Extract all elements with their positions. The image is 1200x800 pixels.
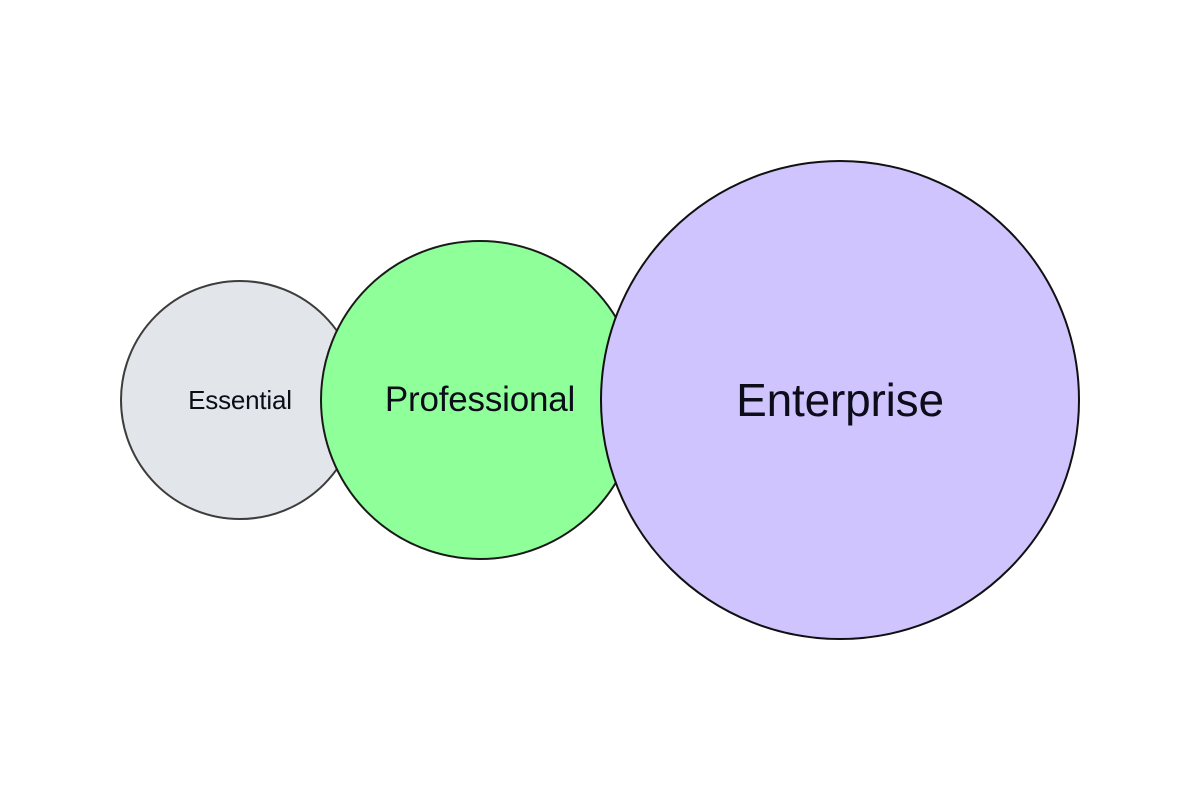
enterprise-label: Enterprise: [736, 374, 944, 426]
professional-circle: Professional: [320, 240, 640, 560]
enterprise-circle: Enterprise: [600, 160, 1080, 640]
essential-label: Essential: [188, 384, 292, 415]
professional-label: Professional: [384, 380, 576, 419]
